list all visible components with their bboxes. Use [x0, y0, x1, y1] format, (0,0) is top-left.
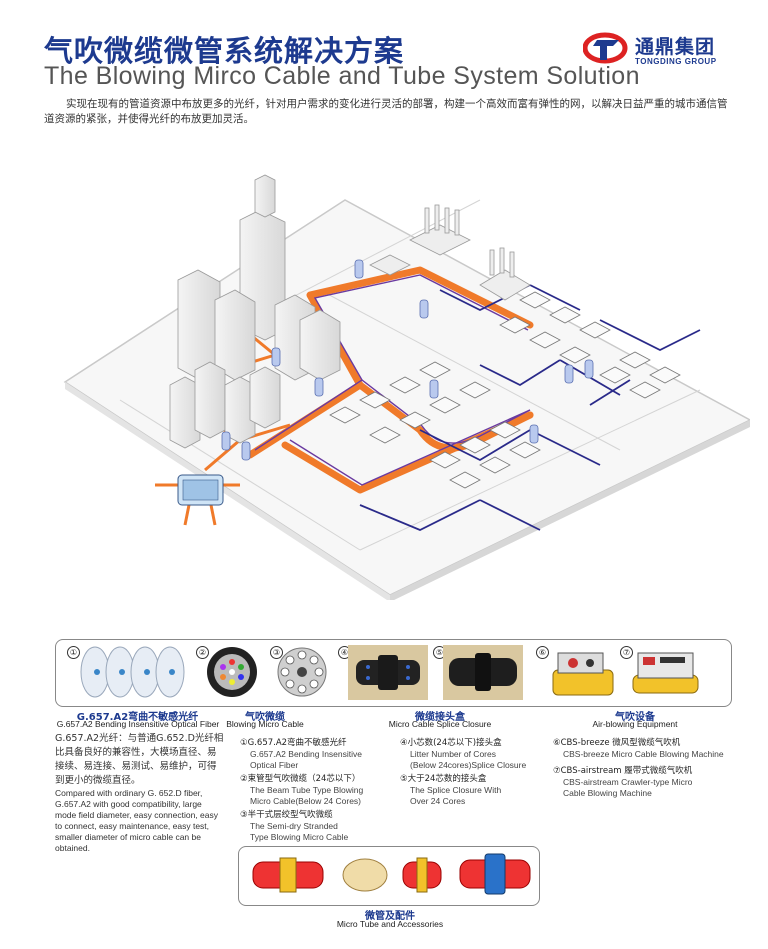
splice-box-closeup — [155, 474, 240, 526]
cable-items-list: ①G.657.A2弯曲不敏感光纤 G.657.A2 Bending Insens… — [240, 738, 380, 843]
closure-caption-en: Micro Cable Splice Closure — [388, 719, 492, 729]
stranded-cable-image — [277, 647, 327, 697]
cbs-breeze-machine-image — [552, 652, 614, 696]
list-item: ⑥CBS-breeze 微风型微缆气吹机 CBS-breeze Micro Ca… — [553, 738, 724, 759]
city-network-illustration — [63, 174, 750, 600]
ground-platform — [63, 199, 750, 596]
equipment-caption-en: Air-blowing Equipment — [592, 719, 678, 729]
fiber-description: G.657.A2光纤：与普通G.652.D光纤相比具备良好的兼容性，大模场直径、… — [55, 732, 225, 854]
residential-houses — [329, 291, 681, 489]
logo-text-cn: 通鼎集团 — [635, 36, 716, 58]
beam-tube-cable-image — [207, 647, 257, 697]
page-title-cn: 气吹微缆微管系统解决方案 — [44, 34, 405, 68]
small-splice-closure-image — [348, 645, 428, 700]
item-number-6: ⑥ — [536, 646, 549, 659]
accessories-panel — [238, 846, 540, 906]
closure-items-list: ④小芯数(24芯以下)接头盒 Litter Number of Cores (B… — [400, 738, 545, 807]
fiber-caption-en: G.657.A2 Bending Insensitive Optical Fib… — [56, 719, 220, 729]
fiber-description-en: Compared with ordinary G. 652.D fiber, G… — [55, 788, 219, 853]
cable-caption-cn: 气吹微缆 — [245, 712, 285, 723]
splice-closures — [221, 259, 594, 461]
fiber-spools-image — [80, 646, 185, 698]
micro-tube-connectors-image — [252, 853, 531, 895]
list-item: ⑦CBS-airstream 履带式微缆气吹机 CBS-airstream Cr… — [553, 766, 693, 798]
list-item: ④小芯数(24芯以下)接头盒 Litter Number of Cores (B… — [400, 738, 527, 770]
accessories-caption-en: Micro Tube and Accessories — [336, 919, 444, 929]
fiber-description-cn: G.657.A2光纤：与普通G.652.D光纤相比具备良好的兼容性，大模场直径、… — [55, 733, 224, 786]
cable-caption-en: Blowing Micro Cable — [226, 719, 304, 729]
equipment-caption-cn: 气吹设备 — [615, 712, 655, 723]
item-number-7: ⑦ — [620, 646, 633, 659]
cbs-airstream-machine-image — [632, 652, 699, 694]
list-item: ③半干式层绞型气吹微缆 The Semi-dry Stranded Type B… — [240, 810, 349, 842]
list-item: ⑤大于24芯数的接头盒 The Splice Closure With Over… — [400, 774, 502, 806]
large-splice-closure-image — [443, 645, 523, 700]
item-number-2: ② — [196, 646, 209, 659]
list-item: ①G.657.A2弯曲不敏感光纤 G.657.A2 Bending Insens… — [240, 738, 362, 770]
factory-buildings — [369, 204, 531, 301]
fiber-caption-cn: G.657.A2弯曲不敏感光纤 — [76, 712, 199, 723]
item-number-3: ③ — [270, 646, 283, 659]
item-number-1: ① — [67, 646, 80, 659]
list-item: ②束管型气吹微缆（24芯以下） The Beam Tube Type Blowi… — [240, 774, 364, 806]
closure-caption-cn: 微缆接头盒 — [415, 712, 465, 723]
logo-text-en: TONGDING GROUP — [635, 57, 717, 66]
company-logo: 通鼎集团 TONGDING GROUP — [583, 30, 753, 70]
accessories-caption-cn: 微管及配件 — [365, 911, 415, 922]
intro-paragraph: 实现在现有的管道资源中布放更多的光纤，针对用户需求的变化进行灵活的部署，构建一个… — [44, 98, 728, 125]
company-logo-icon — [583, 32, 628, 64]
page-title-en: The Blowing Mirco Cable and Tube System … — [44, 62, 640, 90]
high-rise-buildings — [169, 174, 341, 449]
equipment-items-list: ⑥CBS-breeze 微风型微缆气吹机 CBS-breeze Micro Ca… — [553, 738, 733, 799]
